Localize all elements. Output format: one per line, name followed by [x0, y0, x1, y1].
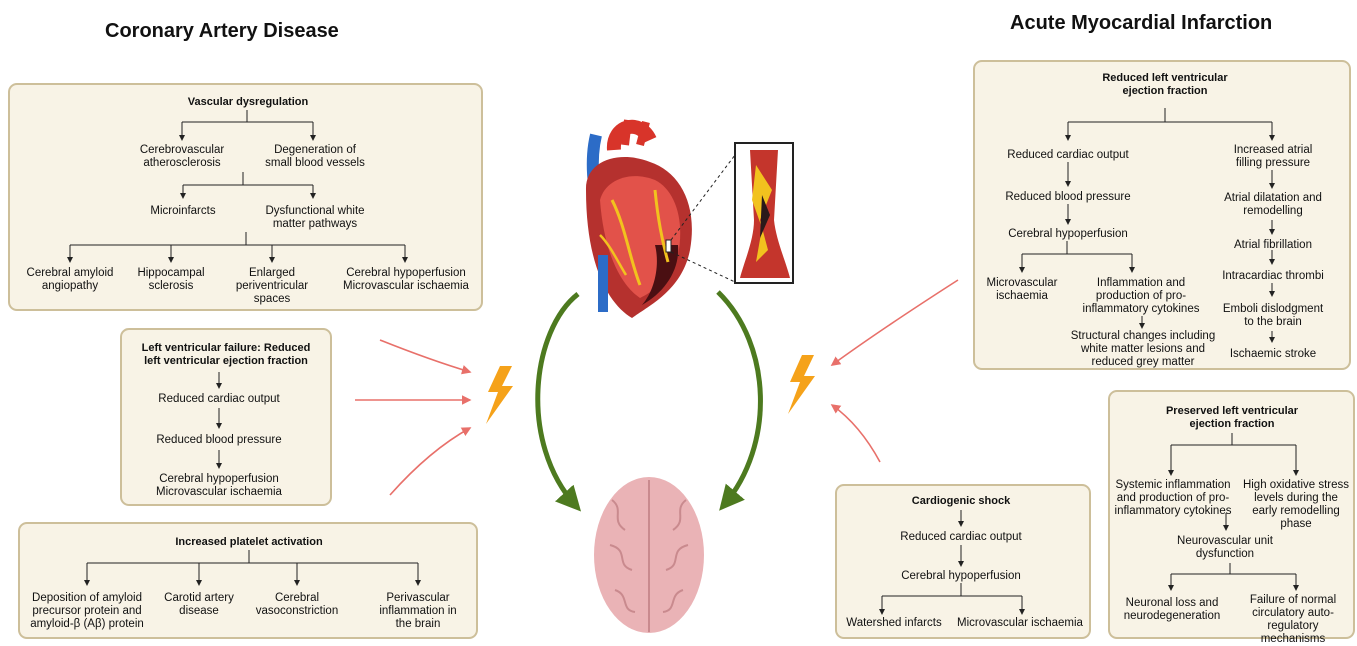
- shock-step: Cerebral hypoperfusion: [861, 570, 1061, 583]
- green-arrow-right: [718, 292, 760, 505]
- artery-plaque-inset: [735, 143, 793, 283]
- rlvef-step: Cerebral hypoperfusion: [978, 228, 1158, 241]
- preserved-lvef-header: Preserved left ventricular ejection frac…: [1132, 405, 1332, 431]
- reduced-lvef-header: Reduced left ventricular ejection fracti…: [1065, 72, 1265, 98]
- lvf-step: Reduced blood pressure: [124, 434, 314, 447]
- rlvef-split: Microvascular ischaemia: [976, 277, 1068, 303]
- vascular-node: Microinfarcts: [133, 205, 233, 218]
- lightning-bolt-icon-right: [788, 355, 815, 414]
- rlvef-split: Inflammation and production of pro- infl…: [1076, 277, 1206, 316]
- lvf-step: Reduced cardiac output: [124, 393, 314, 406]
- plvef-top: High oxidative stress levels during the …: [1238, 479, 1354, 531]
- heart-illustration: [586, 120, 735, 318]
- platelet-header: Increased platelet activation: [149, 536, 349, 549]
- rlvef-right-step: Ischaemic stroke: [1207, 348, 1339, 361]
- lightning-bolt-icon-left: [486, 366, 513, 424]
- shock-bottom: Microvascular ischaemia: [950, 617, 1090, 630]
- plvef-mid: Neurovascular unit dysfunction: [1160, 535, 1290, 561]
- vascular-node: Cerebrovascular atherosclerosis: [122, 144, 242, 170]
- green-arrow-left: [538, 294, 578, 506]
- plvef-bottom: Failure of normal circulatory auto- regu…: [1234, 594, 1352, 646]
- rlvef-right-step: Atrial fibrillation: [1207, 239, 1339, 252]
- plvef-bottom: Neuronal loss and neurodegeneration: [1112, 597, 1232, 623]
- shock-bottom: Watershed infarcts: [838, 617, 950, 630]
- rlvef-structural: Structural changes including white matte…: [1058, 330, 1228, 369]
- vascular-leaf: Cerebral hypoperfusion Microvascular isc…: [336, 267, 476, 293]
- rlvef-right-step: Increased atrial filling pressure: [1207, 144, 1339, 170]
- lvf-header: Left ventricular failure: Reduced left v…: [124, 342, 328, 368]
- shock-step: Reduced cardiac output: [861, 531, 1061, 544]
- brain-illustration: [594, 477, 704, 633]
- platelet-item: Perivascular inflammation in the brain: [370, 592, 466, 631]
- vascular-header: Vascular dysregulation: [148, 96, 348, 109]
- vascular-leaf: Cerebral amyloid angiopathy: [15, 267, 125, 293]
- rlvef-step: Reduced cardiac output: [978, 149, 1158, 162]
- vascular-leaf: Enlarged periventricular spaces: [222, 267, 322, 306]
- vascular-leaf: Hippocampal sclerosis: [126, 267, 216, 293]
- rlvef-right-step: Emboli dislodgment to the brain: [1207, 303, 1339, 329]
- rlvef-step: Reduced blood pressure: [978, 191, 1158, 204]
- vascular-node: Dysfunctional white matter pathways: [250, 205, 380, 231]
- platelet-item: Carotid artery disease: [154, 592, 244, 618]
- vascular-node: Degeneration of small blood vessels: [250, 144, 380, 170]
- plvef-top: Systemic inflammation and production of …: [1110, 479, 1236, 518]
- platelet-item: Deposition of amyloid precursor protein …: [22, 592, 152, 631]
- cardiogenic-shock-header: Cardiogenic shock: [861, 495, 1061, 508]
- platelet-item: Cerebral vasoconstriction: [247, 592, 347, 618]
- rlvef-right-step: Atrial dilatation and remodelling: [1207, 192, 1339, 218]
- rlvef-right-step: Intracardiac thrombi: [1207, 270, 1339, 283]
- lvf-step: Cerebral hypoperfusion Microvascular isc…: [124, 473, 314, 499]
